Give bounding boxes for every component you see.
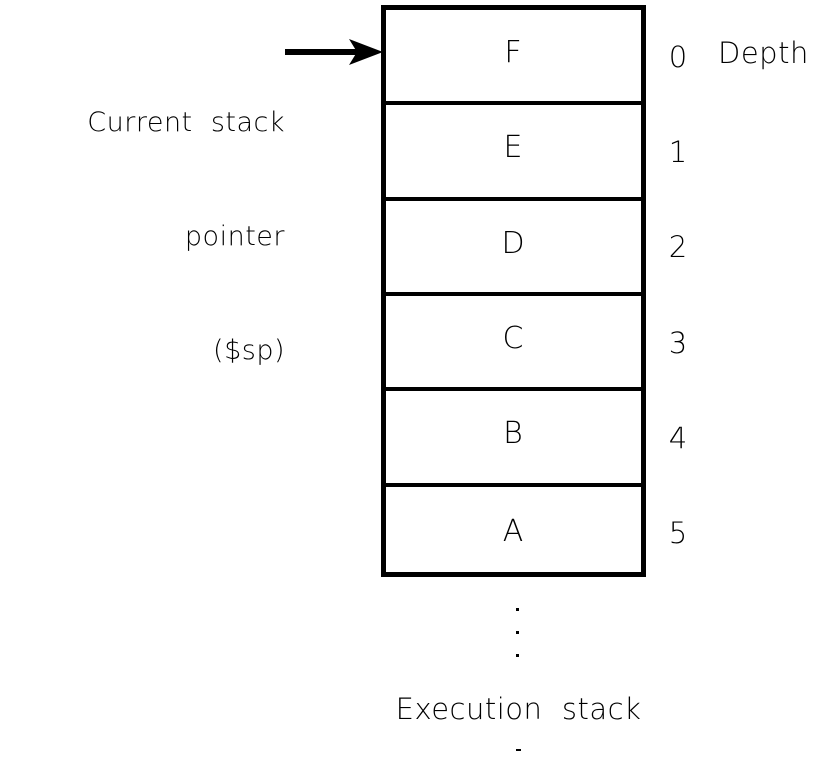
depth-value-4: 4 (668, 421, 688, 455)
stack-continuation-ellipsis-icon (508, 604, 528, 664)
stack-pointer-arrow-icon (285, 39, 383, 65)
stack-frame-label: E (503, 130, 524, 166)
stack-frame-label: B (503, 416, 524, 452)
stack-frame-row: E (386, 105, 641, 201)
stack-frame-label: F (504, 35, 523, 71)
ellipsis-dot (516, 654, 519, 657)
stack-frame-row: B (386, 391, 641, 487)
stack-frame-row: F (386, 10, 641, 106)
depth-value-3: 3 (668, 326, 688, 360)
stack-pointer-label-line-3: ($sp) (213, 335, 285, 366)
depth-value-1: 1 (668, 135, 688, 169)
stack-pointer-label-line-1: Current stack (87, 107, 285, 138)
execution-stack-box: F E D C B A (381, 5, 646, 577)
stack-frame-label: A (502, 513, 525, 549)
ellipsis-dot (516, 631, 519, 634)
stack-pointer-label: Current stack pointer ($sp) (0, 28, 285, 446)
stack-frame-row: C (386, 296, 641, 392)
caption-trailing-mark (516, 749, 521, 751)
depth-value-2: 2 (668, 230, 688, 264)
stack-frame-row: A (386, 487, 641, 582)
depth-value-0: 0 (668, 40, 688, 74)
depth-column-header: Depth (718, 36, 809, 70)
depth-value-5: 5 (668, 516, 688, 550)
stack-frame-label: D (501, 225, 526, 261)
stack-pointer-label-line-2: pointer (184, 221, 285, 252)
diagram-caption: Execution stack (395, 692, 642, 726)
ellipsis-dot (516, 608, 519, 611)
stack-frame-row: D (386, 201, 641, 296)
stack-frame-label: C (502, 321, 525, 357)
